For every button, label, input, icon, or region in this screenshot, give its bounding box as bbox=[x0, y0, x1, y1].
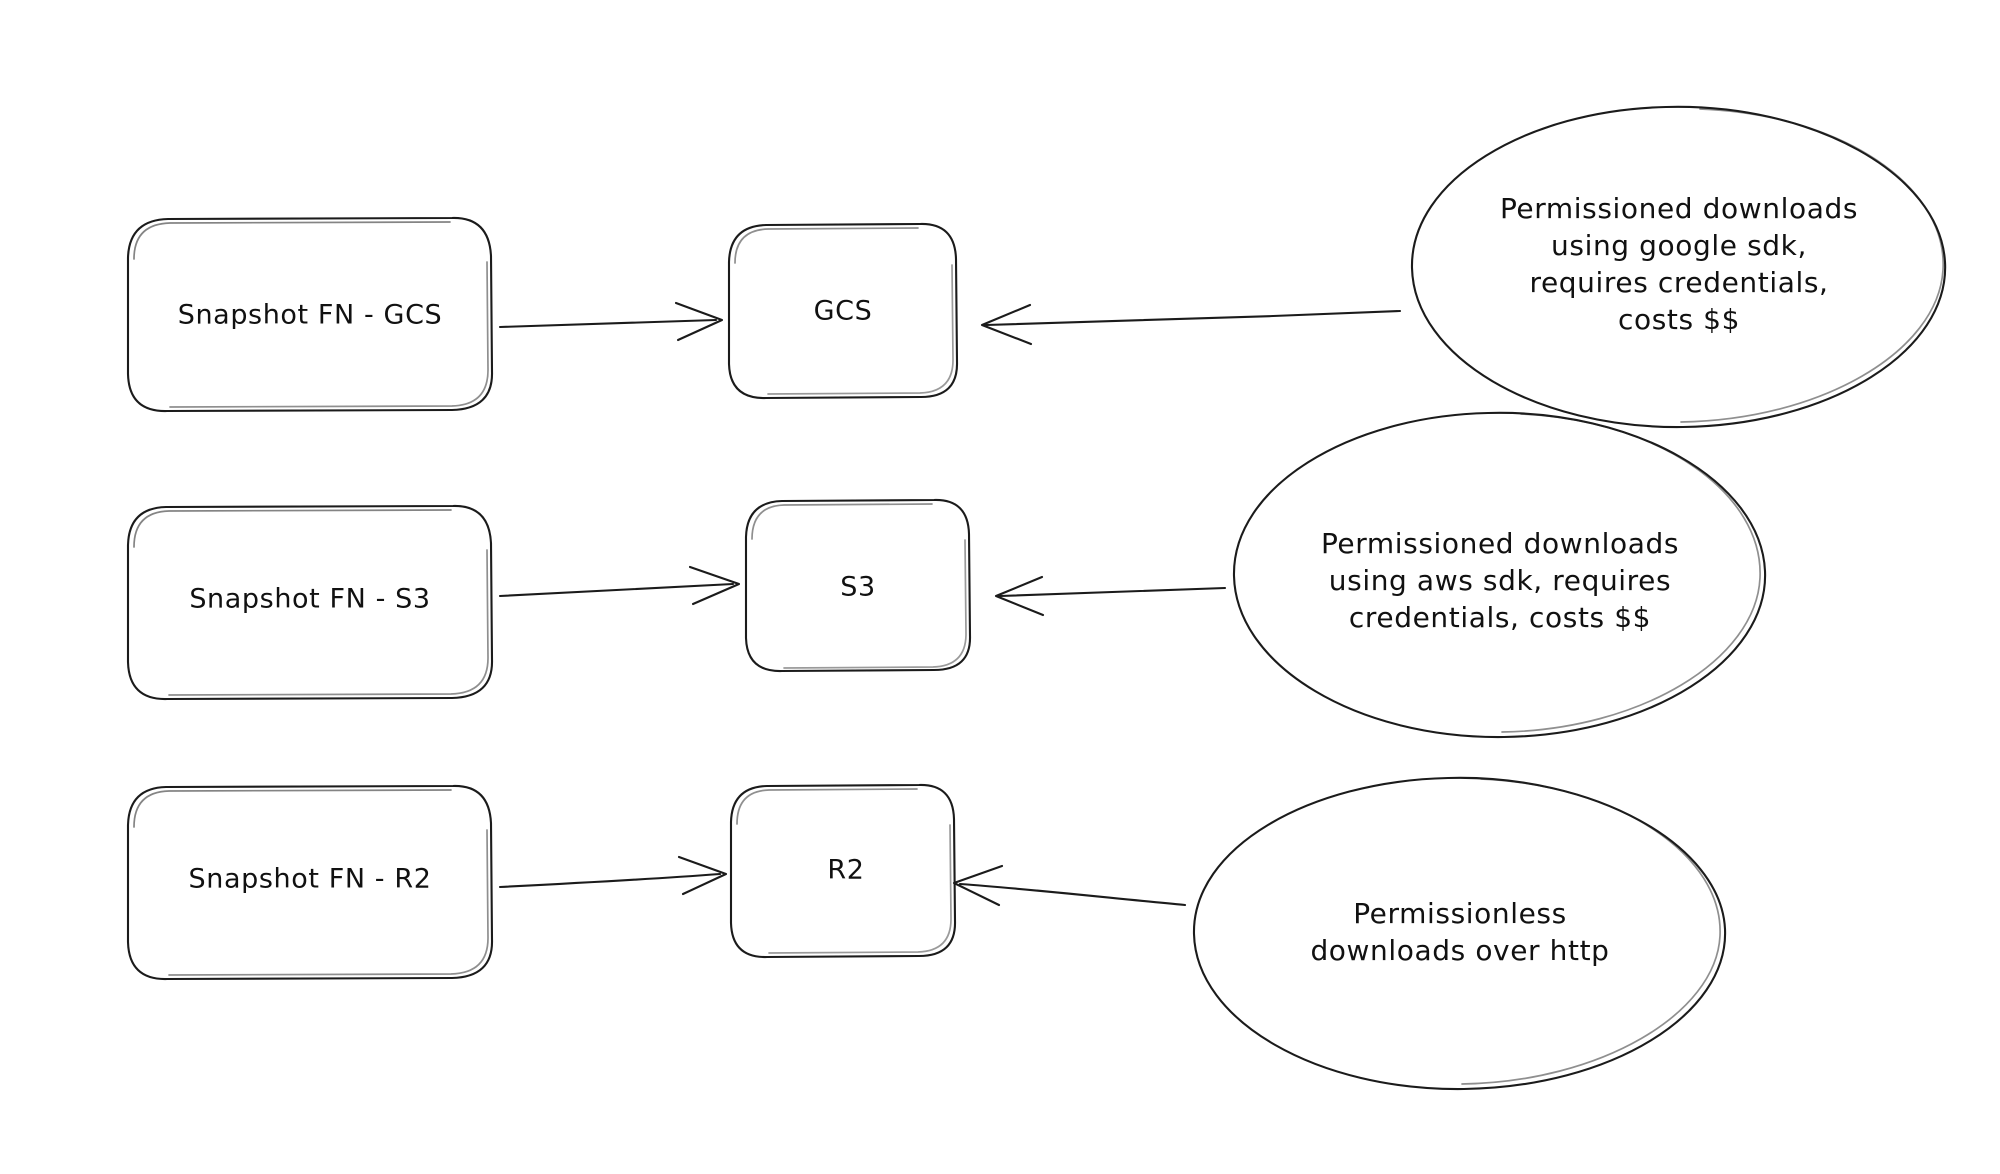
row-s3 bbox=[126, 411, 1767, 739]
node-label-r2: R2 bbox=[827, 855, 864, 886]
node-label-snapshot-fn-gcs: Snapshot FN - GCS bbox=[178, 300, 443, 331]
arrow-note-to-r2 bbox=[952, 864, 1187, 907]
note-line-s3-1: Permissioned downloads bbox=[1321, 527, 1679, 560]
note-line-s3-3: credentials, costs $$ bbox=[1349, 601, 1651, 634]
arrow-note-to-s3 bbox=[994, 575, 1227, 617]
note-line-gcs-3: requires credentials, bbox=[1529, 266, 1828, 299]
note-line-gcs-4: costs $$ bbox=[1618, 303, 1740, 336]
note-ellipse-r2[interactable] bbox=[1192, 776, 1727, 1091]
node-gcs[interactable] bbox=[727, 222, 959, 400]
arrow-snapshot-r2-to-r2 bbox=[498, 855, 728, 896]
note-line-gcs-2: using google sdk, bbox=[1551, 229, 1807, 262]
note-line-r2-1: Permissionless bbox=[1353, 897, 1567, 930]
node-snapshot-fn-r2[interactable] bbox=[126, 784, 494, 981]
diagram-text-layer: Snapshot FN - GCS GCS Permissioned downl… bbox=[178, 192, 1858, 967]
note-ellipse-s3[interactable] bbox=[1232, 411, 1767, 739]
row-gcs bbox=[126, 105, 1947, 429]
node-s3[interactable] bbox=[744, 498, 972, 673]
node-r2[interactable] bbox=[729, 783, 957, 959]
node-snapshot-fn-gcs[interactable] bbox=[126, 216, 494, 413]
note-line-r2-2: downloads over http bbox=[1310, 934, 1609, 967]
note-line-s3-2: using aws sdk, requires bbox=[1329, 564, 1671, 597]
note-ellipse-gcs[interactable] bbox=[1410, 105, 1947, 429]
node-label-snapshot-fn-r2: Snapshot FN - R2 bbox=[189, 864, 432, 895]
node-snapshot-fn-s3[interactable] bbox=[126, 504, 494, 701]
arrow-note-to-gcs bbox=[980, 303, 1402, 346]
node-label-s3: S3 bbox=[840, 572, 876, 603]
node-label-snapshot-fn-s3: Snapshot FN - S3 bbox=[189, 584, 430, 615]
node-label-gcs: GCS bbox=[814, 296, 873, 327]
arrow-snapshot-s3-to-s3 bbox=[498, 565, 741, 606]
row-r2 bbox=[126, 776, 1727, 1091]
arrow-snapshot-gcs-to-gcs bbox=[498, 301, 724, 342]
note-line-gcs-1: Permissioned downloads bbox=[1500, 192, 1858, 225]
